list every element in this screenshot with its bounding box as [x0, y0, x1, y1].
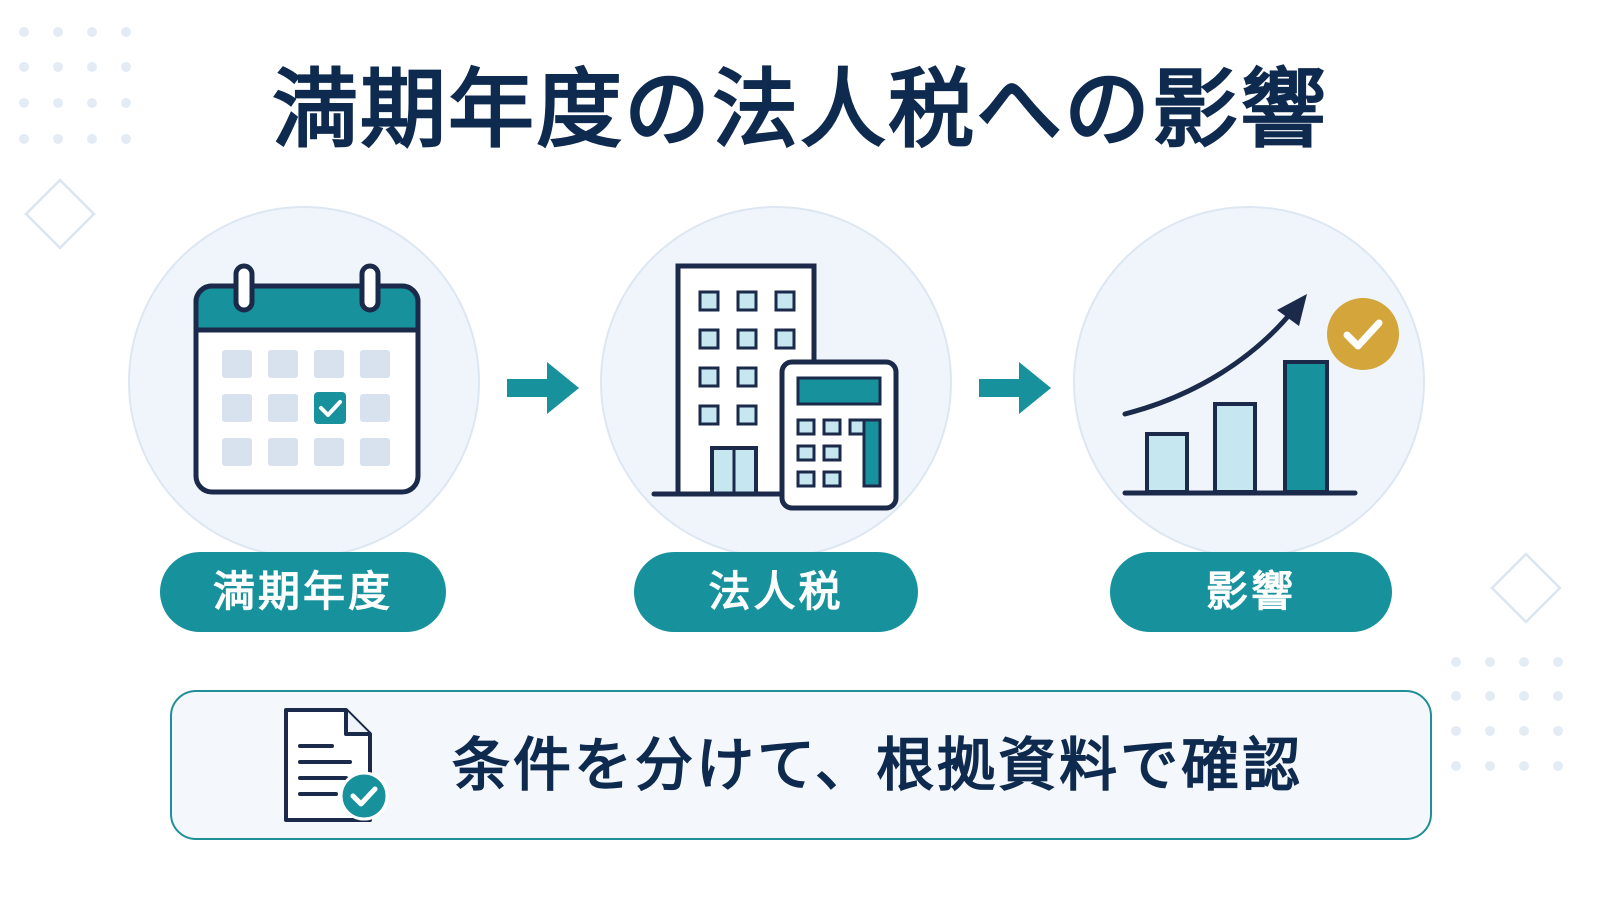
step-circle-calendar [128, 206, 480, 558]
document-check-icon [284, 708, 389, 822]
building-calculator-icon [651, 263, 899, 511]
step-label-maturity-year: 満期年度 [160, 552, 446, 632]
arrow-right-icon [507, 362, 579, 414]
decorative-diamond-left [24, 178, 96, 250]
step-circle-building [600, 206, 952, 558]
note-box: 条件を分けて、根拠資料で確認 [170, 690, 1432, 840]
step-label-corporate-tax: 法人税 [634, 552, 918, 632]
note-text: 条件を分けて、根拠資料で確認 [452, 731, 1304, 799]
decorative-dots-top-left [19, 27, 131, 144]
calendar-icon [193, 263, 421, 495]
arrow-right-icon [979, 362, 1051, 414]
page-title: 満期年度の法人税への影響 [272, 60, 1328, 160]
decorative-dots-bottom-right [1451, 657, 1563, 771]
step-label-impact: 影響 [1110, 552, 1392, 632]
growth-chart-icon [1122, 294, 1399, 496]
step-circle-impact [1073, 206, 1425, 558]
decorative-diamond-right [1490, 552, 1562, 624]
